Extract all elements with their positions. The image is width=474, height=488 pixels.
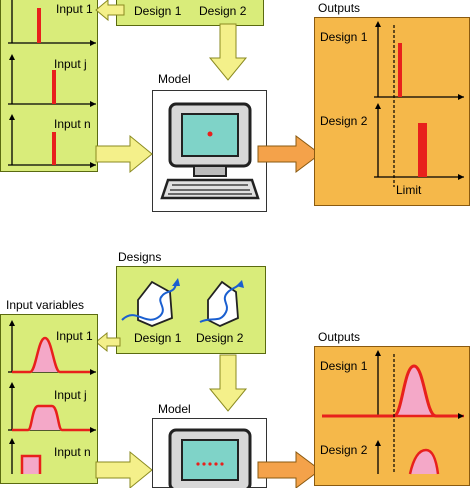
top-designs-panel xyxy=(116,0,264,26)
top-design-2-label: Design 2 xyxy=(199,4,247,18)
design-shape-icon xyxy=(121,278,244,327)
bottom-input-n-label: Input n xyxy=(54,445,91,459)
top-input-charts xyxy=(8,0,96,168)
top-output-charts xyxy=(374,21,464,187)
bottom-output-design-1-chart xyxy=(322,350,464,419)
bottom-output-design-2-chart xyxy=(375,440,440,475)
top-input-n-label: Input n xyxy=(54,117,91,131)
top-input-j-bar xyxy=(52,70,56,104)
computer-icon xyxy=(160,102,260,200)
top-output-design-1-label: Design 1 xyxy=(320,30,368,44)
bottom-input-j-chart xyxy=(8,382,96,433)
top-output-design-1-chart xyxy=(374,21,464,100)
bottom-computer-icon xyxy=(168,428,252,488)
top-output-design-2-label: Design 2 xyxy=(320,114,368,128)
bottom-output-design-2-label: Design 2 xyxy=(320,443,368,457)
top-designs-to-model-arrow xyxy=(208,23,248,81)
bottom-output-charts xyxy=(322,350,464,475)
top-input-1-label: Input 1 xyxy=(56,2,93,16)
top-input-n-bar xyxy=(52,132,56,165)
top-output-design-1-bar xyxy=(398,43,402,97)
bottom-designs-to-model-arrow xyxy=(208,354,248,412)
top-outputs-title: Outputs xyxy=(318,1,361,15)
bottom-input-title: Input variables xyxy=(6,298,85,312)
bottom-designs-to-inputs-arrow xyxy=(95,331,121,353)
top-input-j-chart xyxy=(8,54,96,107)
top-model-to-outputs-arrow xyxy=(257,135,321,173)
top-input-panel xyxy=(0,0,98,172)
bottom-input-1-label: Input 1 xyxy=(56,329,93,343)
bottom-input-charts xyxy=(8,320,96,474)
top-input-1-bar xyxy=(37,8,41,43)
bottom-input-j-label: Input j xyxy=(54,388,87,402)
bottom-designs-title: Designs xyxy=(118,250,162,264)
top-inputs-to-model-arrow xyxy=(95,134,153,174)
bottom-input-1-chart xyxy=(8,320,96,375)
bottom-model-label: Model xyxy=(158,402,191,416)
top-outputs-panel xyxy=(314,17,470,206)
bottom-design-2-label: Design 2 xyxy=(196,331,244,345)
top-output-design-2-chart xyxy=(374,103,464,180)
top-model-label: Model xyxy=(158,72,191,86)
bottom-design-1-label: Design 1 xyxy=(134,331,182,345)
top-limit-label: Limit xyxy=(396,183,422,197)
bottom-input-n-chart xyxy=(9,438,42,474)
bottom-inputs-to-model-arrow xyxy=(95,450,153,488)
top-design-1-label: Design 1 xyxy=(134,4,182,18)
bottom-outputs-title: Outputs xyxy=(318,330,361,344)
bottom-output-design-1-label: Design 1 xyxy=(320,359,368,373)
top-designs-to-inputs-arrow xyxy=(95,0,125,22)
top-input-1-chart xyxy=(8,0,96,46)
top-input-n-chart xyxy=(8,114,96,168)
top-input-j-label: Input j xyxy=(54,57,87,71)
top-output-design-2-bar xyxy=(418,123,427,177)
